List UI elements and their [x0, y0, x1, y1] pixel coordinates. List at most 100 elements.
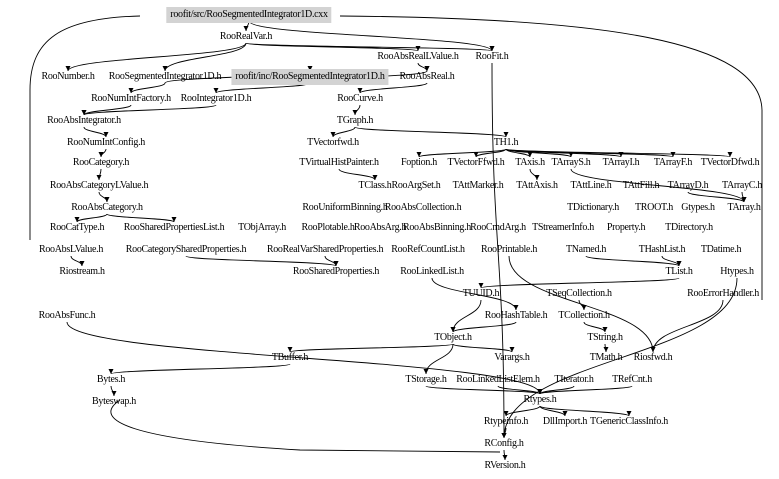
graph-node-tarrayd-h[interactable]: TArrayD.h [667, 180, 709, 191]
graph-node-rooargset-h[interactable]: RooArgSet.h [391, 180, 441, 191]
graph-node-roolinkedlist-h[interactable]: RooLinkedList.h [400, 266, 464, 277]
graph-node-tstring-h[interactable]: TString.h [587, 332, 623, 343]
graph-node-roonumber-h[interactable]: RooNumber.h [41, 71, 95, 82]
edge-n1-n4 [67, 42, 247, 72]
graph-node-rooerrorhandler-h[interactable]: RooErrorHandler.h [687, 288, 759, 299]
graph-node-roointegrator1d-h[interactable]: RooIntegrator1D.h [180, 93, 252, 104]
graph-node-tcollection-h[interactable]: TCollection.h [558, 310, 610, 321]
graph-node-rooabscollection-h[interactable]: RooAbsCollection.h [384, 202, 462, 213]
graph-node-tobjarray-h[interactable]: TObjArray.h [238, 222, 286, 233]
graph-node-property-h[interactable]: Property.h [606, 222, 646, 233]
graph-node-tattaxis-h[interactable]: TAttAxis.h [516, 180, 558, 191]
graph-node-rooabsbinning-h[interactable]: RooAbsBinning.h [402, 222, 472, 233]
edge-n21-n40 [570, 168, 745, 203]
graph-node-riosfwd-h[interactable]: Riosfwd.h [633, 352, 673, 363]
graph-node-rooabslvalue-h[interactable]: RooAbsLValue.h [38, 244, 104, 255]
graph-node-tattmarker-h[interactable]: TAttMarker.h [452, 180, 504, 191]
graph-node-roofit-inc-roosegmentedintegrator1d-h[interactable]: roofit/inc/RooSegmentedIntegrator1D.h [231, 69, 389, 85]
graph-node-tclass-h[interactable]: TClass.h [358, 180, 392, 191]
graph-node-tarrayi-h[interactable]: TArrayI.h [602, 157, 640, 168]
arrowhead-icon [503, 411, 509, 416]
edge-n80-n82 [539, 385, 633, 395]
graph-node-rtypes-h[interactable]: Rtypes.h [523, 394, 557, 405]
graph-node-roosegmentedintegrator1d-h[interactable]: RooSegmentedIntegrator1D.h [108, 71, 222, 82]
arrowhead-icon [65, 66, 71, 71]
graph-node-foption-h[interactable]: Foption.h [401, 157, 437, 168]
graph-node-trefcnt-h[interactable]: TRefCnt.h [612, 374, 652, 385]
graph-node-rconfig-h[interactable]: RConfig.h [484, 438, 524, 449]
edge-n66-n75 [652, 299, 724, 353]
graph-node-roocategory-h[interactable]: RooCategory.h [72, 157, 130, 168]
graph-node-rooplotable-h[interactable]: RooPlotable.h [301, 222, 355, 233]
graph-node-rooabscategory-h[interactable]: RooAbsCategory.h [71, 202, 143, 213]
graph-node-htypes-h[interactable]: Htypes.h [720, 266, 754, 277]
graph-node-gtypes-h[interactable]: Gtypes.h [681, 202, 715, 213]
graph-node-tbuffer-h[interactable]: TBuffer.h [271, 352, 309, 363]
graph-node-rooabsintegrator-h[interactable]: RooAbsIntegrator.h [47, 115, 121, 126]
graph-node-tarrayc-h[interactable]: TArrayC.h [721, 180, 763, 191]
graph-node-roocattype-h[interactable]: RooCatType.h [49, 222, 105, 233]
graph-node-rooabsreallvalue-h[interactable]: RooAbsRealLValue.h [377, 51, 459, 62]
graph-node-roorealvar-h[interactable]: RooRealVar.h [219, 31, 273, 42]
graph-node-tstreamerinfo-h[interactable]: TStreamerInfo.h [532, 222, 594, 233]
graph-node-troot-h[interactable]: TROOT.h [635, 202, 673, 213]
graph-node-tdictionary-h[interactable]: TDictionary.h [567, 202, 619, 213]
arrowhead-icon [650, 347, 656, 352]
arrowhead-icon [478, 283, 484, 288]
graph-node-tobject-h[interactable]: TObject.h [434, 332, 472, 343]
graph-node-thashlist-h[interactable]: THashList.h [638, 244, 686, 255]
graph-node-byteswap-h[interactable]: Byteswap.h [92, 396, 136, 407]
graph-node-rversion-h[interactable]: RVersion.h [484, 460, 526, 471]
graph-node-taxis-h[interactable]: TAxis.h [515, 157, 545, 168]
graph-node-tvirtualhistpainter-h[interactable]: TVirtualHistPainter.h [299, 157, 379, 168]
edge-n34-n41 [76, 213, 108, 223]
graph-node-roocurve-h[interactable]: RooCurve.h [337, 93, 383, 104]
graph-node-roosharedpropertieslist-h[interactable]: RooSharedPropertiesList.h [123, 222, 225, 233]
graph-node-riostream-h[interactable]: Riostream.h [59, 266, 105, 277]
graph-node-tvectordfwd-h[interactable]: TVectorDfwd.h [700, 157, 760, 168]
graph-node-tdatime-h[interactable]: TDatime.h [700, 244, 742, 255]
graph-node-tnamed-h[interactable]: TNamed.h [565, 244, 607, 255]
graph-node-roohashtable-h[interactable]: RooHashTable.h [484, 310, 548, 321]
graph-node-rooprintable-h[interactable]: RooPrintable.h [480, 244, 538, 255]
graph-node-tlist-h[interactable]: TList.h [665, 266, 693, 277]
graph-node-varargs-h[interactable]: Varargs.h [494, 352, 530, 363]
arrowhead-icon [287, 347, 293, 352]
graph-node-tvectorfwd-h[interactable]: TVectorfwd.h [307, 137, 359, 148]
graph-node-tattfill-h[interactable]: TAttFill.h [622, 180, 660, 191]
graph-node-th1-h[interactable]: TH1.h [493, 137, 519, 148]
graph-node-roonumintfactory-h[interactable]: RooNumIntFactory.h [91, 93, 171, 104]
graph-node-tmath-h[interactable]: TMath.h [589, 352, 623, 363]
graph-node-tattline-h[interactable]: TAttLine.h [570, 180, 612, 191]
graph-node-titerator-h[interactable]: TIterator.h [554, 374, 594, 385]
graph-node-tstorage-h[interactable]: TStorage.h [405, 374, 447, 385]
graph-node-tarray-h[interactable]: TArray.h [727, 202, 761, 213]
graph-node-roorealvarsharedproperties-h[interactable]: RooRealVarSharedProperties.h [266, 244, 384, 255]
graph-node-tdirectory-h[interactable]: TDirectory.h [665, 222, 713, 233]
graph-node-rooabsarg-h[interactable]: RooAbsArg.h [353, 222, 407, 233]
edge-n3-n86 [491, 62, 505, 439]
graph-node-tseqcollection-h[interactable]: TSeqCollection.h [546, 288, 612, 299]
graph-node-tvectorffwd-h[interactable]: TVectorFfwd.h [447, 157, 505, 168]
graph-node-roocategorysharedproperties-h[interactable]: RooCategorySharedProperties.h [125, 244, 247, 255]
graph-node-roolinkedlistelem-h[interactable]: RooLinkedListElem.h [456, 374, 540, 385]
graph-node-roonumintconfig-h[interactable]: RooNumIntConfig.h [67, 137, 145, 148]
graph-node-roofit-src-roosegmentedintegrator1d-cxx[interactable]: roofit/src/RooSegmentedIntegrator1D.cxx [166, 7, 332, 23]
graph-node-tarrayf-h[interactable]: TArrayF.h [653, 157, 693, 168]
graph-node-roocmdarg-h[interactable]: RooCmdArg.h [470, 222, 526, 233]
graph-node-bytes-h[interactable]: Bytes.h [96, 374, 126, 385]
graph-node-tgraph-h[interactable]: TGraph.h [336, 115, 374, 126]
graph-node-rooabsreal-h[interactable]: RooAbsReal.h [399, 71, 455, 82]
graph-node-tgenericclassinfo-h[interactable]: TGenericClassInfo.h [590, 416, 668, 427]
arrowhead-icon [562, 411, 568, 416]
graph-node-rooabsfunc-h[interactable]: RooAbsFunc.h [38, 310, 96, 321]
graph-node-dllimport-h[interactable]: DllImport.h [542, 416, 588, 427]
graph-node-roouniformbinning-h[interactable]: RooUniformBinning.h [302, 202, 388, 213]
graph-node-tuuid-h[interactable]: TUUID.h [462, 288, 500, 299]
graph-node-roofit-h[interactable]: RooFit.h [475, 51, 509, 62]
graph-node-roosharedproperties-h[interactable]: RooSharedProperties.h [292, 266, 380, 277]
graph-node-roorefcountlist-h[interactable]: RooRefCountList.h [391, 244, 465, 255]
graph-node-rtypeinfo-h[interactable]: Rtypeinfo.h [483, 416, 529, 427]
graph-node-rooabscategorylvalue-h[interactable]: RooAbsCategoryLValue.h [49, 180, 149, 191]
graph-node-tarrays-h[interactable]: TArrayS.h [551, 157, 591, 168]
